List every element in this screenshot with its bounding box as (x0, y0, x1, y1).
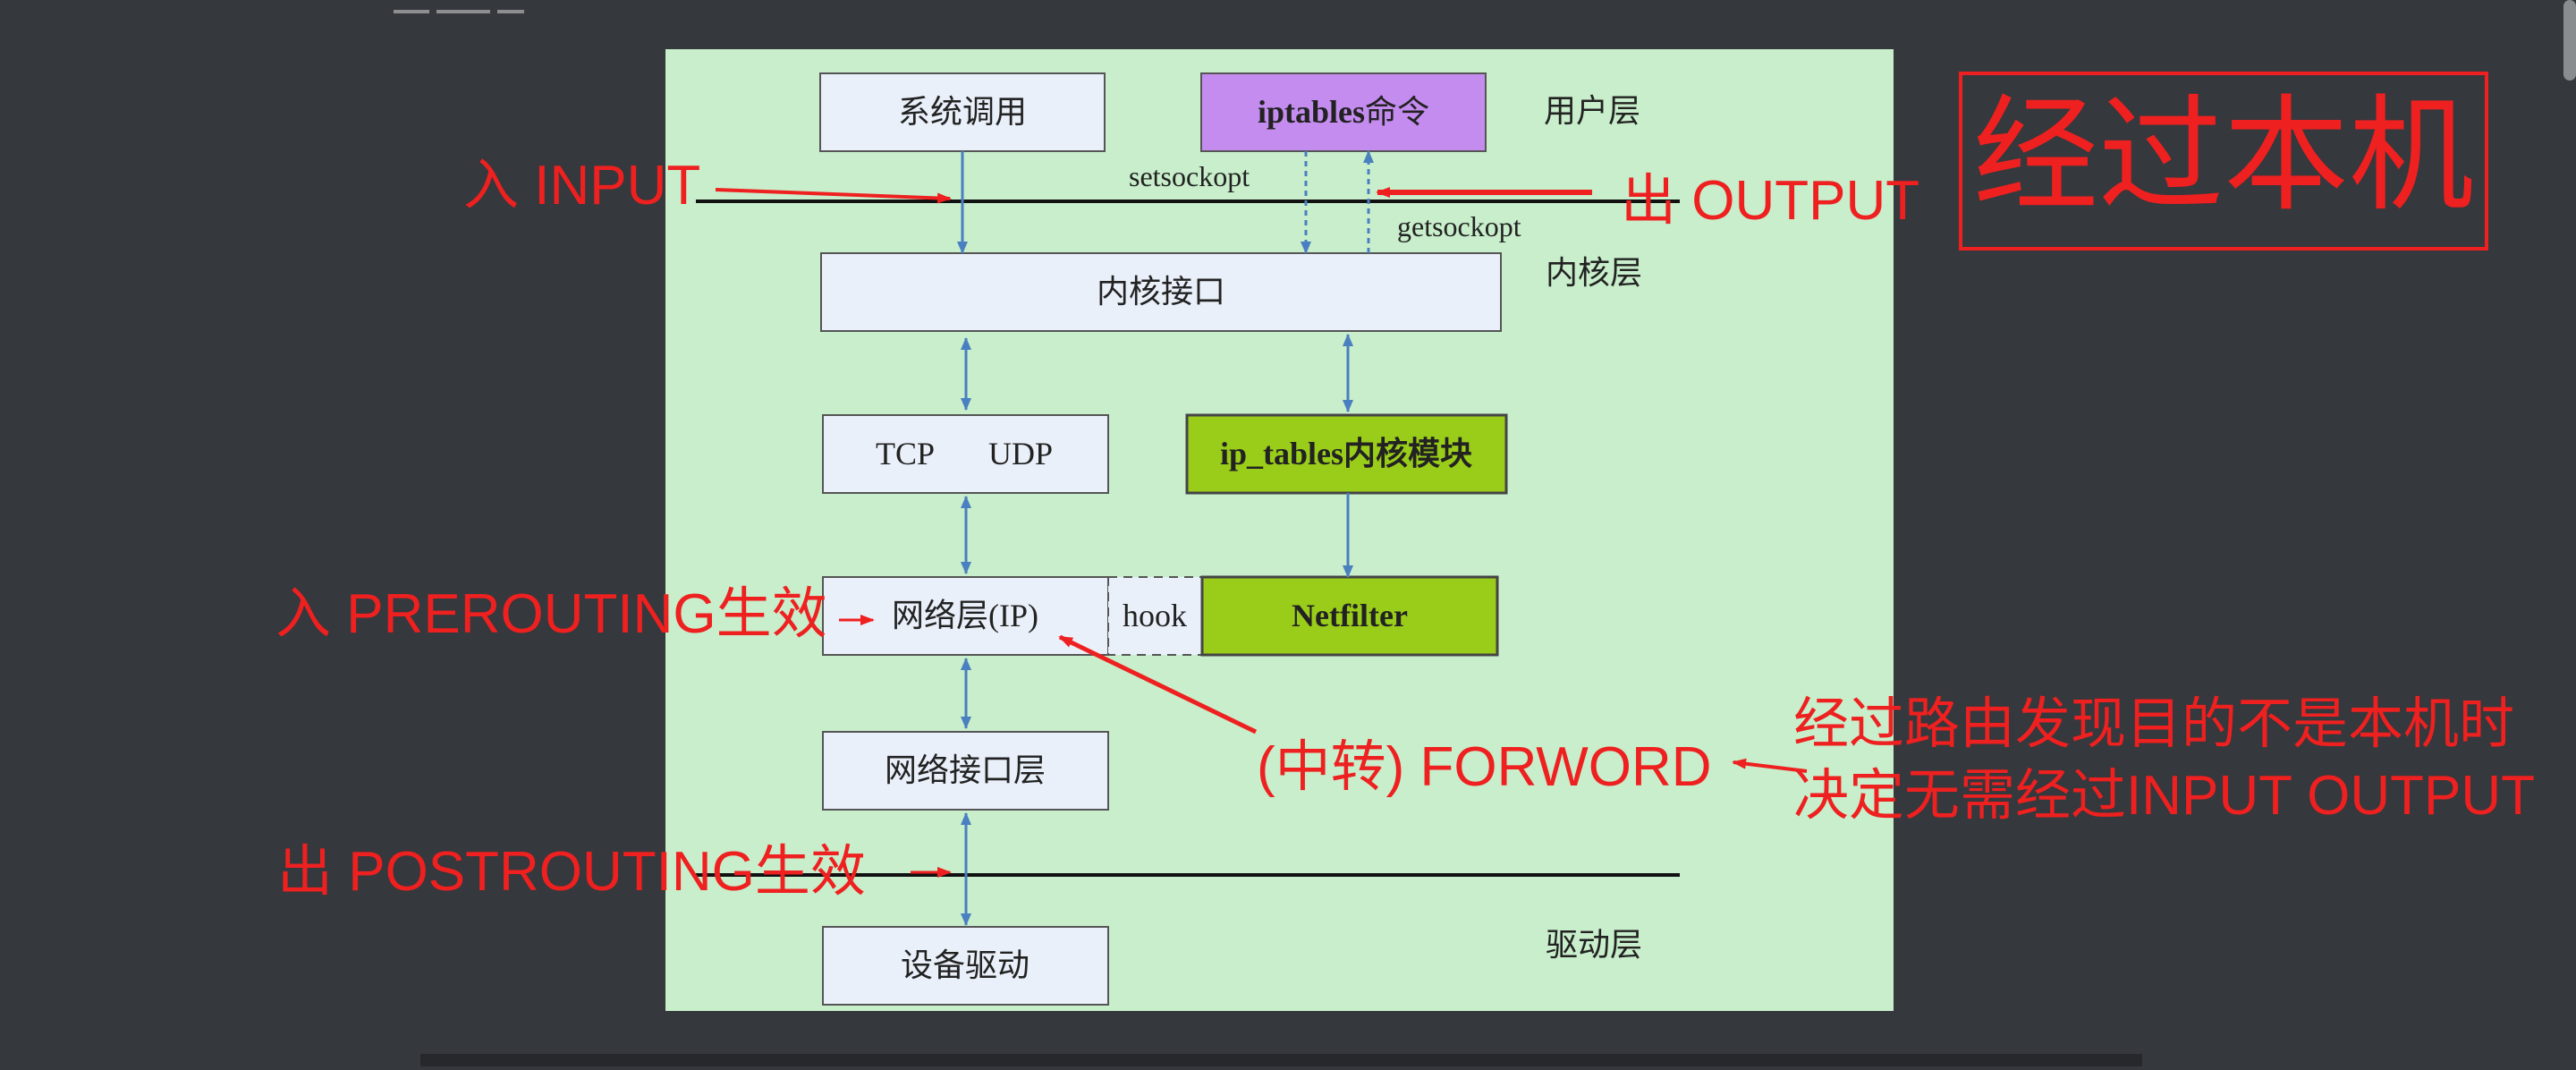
ip-tables-module-label: ip_tables内核模块 (1220, 436, 1472, 471)
netfilter-label: Netfilter (1292, 598, 1408, 633)
network-interface-layer-box (822, 731, 1109, 811)
iptables-command-rest: 命令 (1365, 94, 1429, 130)
bottom-code-strip (420, 1054, 2142, 1066)
ip-tables-rest: 内核模块 (1343, 436, 1472, 471)
forward-to-network-arrow (1058, 634, 1258, 735)
netfilter-box (1200, 575, 1499, 657)
diagram-panel (665, 49, 1894, 1011)
device-driver-label: 设备驱动 (901, 947, 1030, 983)
output-annotation: 出 OUTPUT (1621, 170, 1919, 232)
tcp-udp-box (822, 414, 1109, 494)
forward-note-line2: 决定无需经过INPUT OUTPUT (1793, 765, 2535, 827)
input-annotation: 入 INPUT (463, 155, 700, 217)
syscall-label: 系统调用 (898, 94, 1027, 130)
forward-note-line1: 经过路由发现目的不是本机时 (1793, 693, 2514, 755)
network-interface-layer-label: 网络接口层 (885, 752, 1046, 788)
iptables-command-bold: iptables (1258, 94, 1365, 130)
ip-tables-bold: ip_tables (1220, 436, 1343, 471)
network-layer-label: 网络层(IP) (892, 598, 1038, 633)
kernel-interface-box (820, 252, 1502, 332)
kernel-layer-label: 内核层 (1546, 255, 1642, 291)
prerouting-annotation: 入 PREROUTING生效 (275, 583, 827, 645)
user-layer-label: 用户层 (1544, 93, 1640, 129)
hook-box (1107, 576, 1203, 656)
input-annotation-arrow (715, 188, 952, 204)
tcp-label: TCP (876, 436, 935, 471)
driver-layer-label: 驱动层 (1546, 927, 1642, 963)
iptables-command-label: iptables命令 (1258, 94, 1429, 130)
cropped-text-fragment (394, 0, 680, 13)
forward-annotation: (中转) FORWORD (1257, 736, 1712, 798)
kernel-interface-label: 内核接口 (1097, 274, 1225, 310)
postrouting-annotation: 出 POSTROUTING生效 (277, 841, 866, 903)
vertical-scrollbar-thumb[interactable] (2563, 0, 2576, 81)
title-box-label: 经过本机 (1973, 85, 2474, 225)
device-driver-box (822, 926, 1109, 1006)
iptables-command-box (1200, 72, 1487, 152)
title-box (1959, 72, 2488, 251)
hook-label: hook (1123, 598, 1187, 633)
udp-label: UDP (988, 436, 1053, 471)
forward-note-arrow (1732, 758, 1808, 773)
setsockopt-label: setsockopt (1129, 160, 1250, 192)
getsockopt-label: getsockopt (1397, 210, 1521, 242)
syscall-box (819, 72, 1106, 152)
